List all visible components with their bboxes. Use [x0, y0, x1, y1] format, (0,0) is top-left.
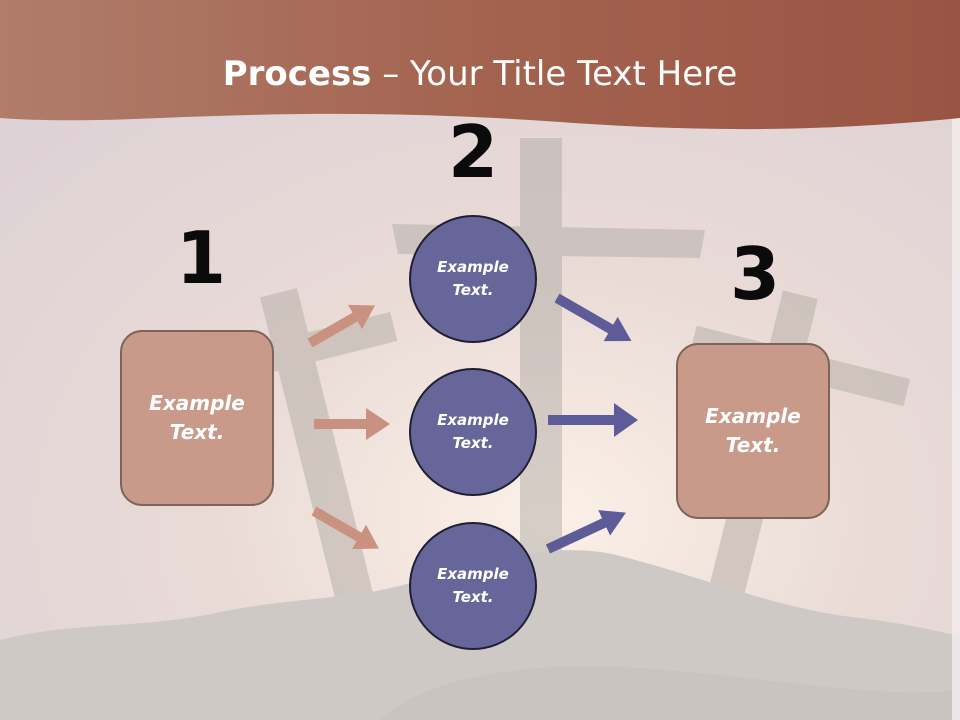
step-2-circle-middle[interactable]: Example Text.	[409, 368, 537, 496]
step-number-2: 2	[448, 110, 499, 194]
title-rest: – Your Title Text Here	[371, 54, 738, 94]
step-1-box[interactable]: Example Text.	[120, 330, 274, 506]
step-2-middle-text: Example Text.	[437, 411, 509, 452]
arrow-group-left	[307, 304, 390, 550]
step-3-box[interactable]: Example Text.	[676, 343, 830, 519]
header-band	[0, 0, 960, 130]
arrow-2-middle-to-3	[548, 403, 638, 437]
step-2-circle-top[interactable]: Example Text.	[409, 215, 537, 343]
arrow-2-bottom-to-3	[545, 510, 626, 554]
page-title: Process – Your Title Text Here	[0, 52, 960, 96]
arrow-1-to-2-top	[307, 304, 375, 348]
arrow-2-top-to-3	[554, 293, 632, 342]
step-number-3: 3	[730, 232, 781, 316]
step-3-text: Example Text.	[705, 404, 801, 457]
step-2-circle-bottom[interactable]: Example Text.	[409, 522, 537, 650]
title-bold: Process	[222, 54, 372, 94]
arrow-1-to-2-middle	[314, 408, 390, 440]
step-1-text: Example Text.	[149, 391, 245, 444]
arrow-1-to-2-bottom	[311, 506, 379, 550]
step-2-bottom-text: Example Text.	[437, 565, 509, 606]
step-number-1: 1	[176, 216, 227, 300]
step-2-top-text: Example Text.	[437, 258, 509, 299]
arrow-group-right	[545, 293, 638, 554]
